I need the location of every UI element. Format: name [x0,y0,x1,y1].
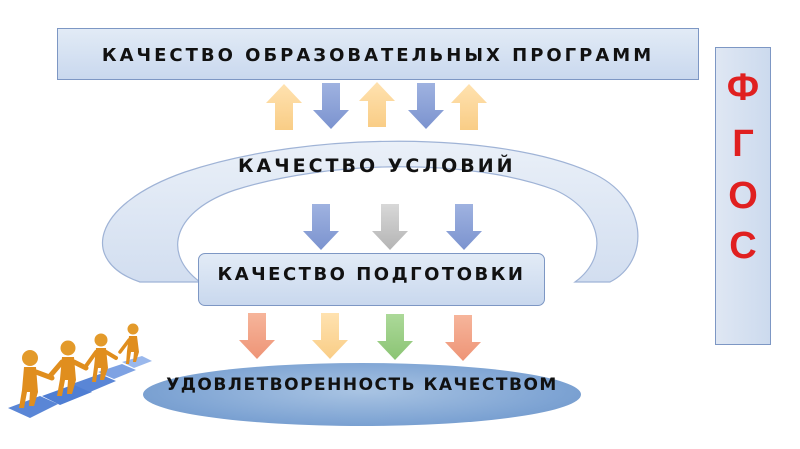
arrow-down-3 [303,204,339,250]
arrow-up-3 [451,84,487,130]
arrow-down-salmon-1 [239,313,275,359]
arrow-down-salmon-2 [445,315,481,361]
arrow-down-yellow [312,313,348,359]
satisfaction-ellipse: УДОВЛЕТВОРЕННОСТЬ КАЧЕСТВОМ [143,363,581,426]
arrow-down-2 [408,83,444,129]
programs-quality-label: КАЧЕСТВО ОБРАЗОВАТЕЛЬНЫХ ПРОГРАММ [101,45,655,66]
standard-letter-3: О [728,175,758,217]
arrow-up-1 [266,84,302,130]
arrow-down-green [377,314,413,360]
arrow-down-4 [446,204,482,250]
arrow-up-2 [359,82,395,127]
conditions-arch [101,140,639,283]
training-quality-box: КАЧЕСТВО ПОДГОТОВКИ [198,253,545,306]
training-quality-label: КАЧЕСТВО ПОДГОТОВКИ [217,264,526,285]
arrow-down-1 [313,83,349,129]
standard-letter-4: С [729,225,757,267]
standard-box: Ф Г О С [715,47,771,345]
programs-quality-box: КАЧЕСТВО ОБРАЗОВАТЕЛЬНЫХ ПРОГРАММ [57,28,699,80]
standard-letter-2: Г [732,123,754,165]
conditions-quality-label: КАЧЕСТВО УСЛОВИЙ [238,155,516,177]
satisfaction-label: УДОВЛЕТВОРЕННОСТЬ КАЧЕСТВОМ [166,375,558,395]
arrow-down-grey [372,204,408,250]
people-puzzle-illustration [0,322,155,430]
standard-letter-1: Ф [726,67,760,109]
